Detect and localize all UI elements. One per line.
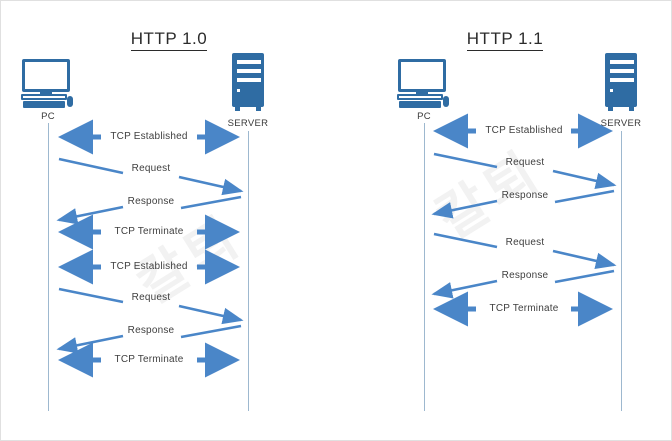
server-lifeline: [248, 131, 249, 411]
message-label: Request: [505, 237, 545, 248]
panel-http11: HTTP 1.1 PC SERVER: [337, 1, 671, 440]
message-label: TCP Established: [485, 125, 563, 136]
pc-neck-icon: [40, 92, 52, 95]
server-led-icon: [237, 89, 240, 92]
pc-keyboard-icon: [23, 101, 65, 108]
server-foot-icon: [629, 107, 634, 111]
server-foot-icon: [608, 107, 613, 111]
client-lifeline: [48, 123, 49, 411]
message-label: Response: [501, 190, 549, 201]
message-label: TCP Terminate: [489, 303, 559, 314]
server-slot-icon: [236, 59, 262, 65]
server-foot-icon: [235, 107, 240, 111]
pc-base-icon: [21, 94, 67, 100]
message-label: TCP Established: [110, 131, 188, 142]
panel-http10-title: HTTP 1.0: [1, 29, 337, 51]
server-slot-icon: [236, 77, 262, 83]
panel-http11-title-text: HTTP 1.1: [466, 29, 544, 51]
message-label: Request: [131, 163, 171, 174]
server-label: SERVER: [227, 118, 269, 129]
server-slot-icon: [609, 59, 635, 65]
server-foot-icon: [256, 107, 261, 111]
client-lifeline: [424, 123, 425, 411]
message-label: TCP Terminate: [114, 226, 184, 237]
message-label: Response: [127, 325, 175, 336]
panel-http10: HTTP 1.0 PC SERVER: [1, 1, 337, 440]
pc-mouse-icon: [67, 96, 73, 107]
server-slot-icon: [609, 77, 635, 83]
pc-keyboard-icon: [399, 101, 441, 108]
client-label: PC: [417, 111, 431, 122]
message-label: Response: [501, 270, 549, 281]
server-lifeline: [621, 131, 622, 411]
server-icon: [601, 53, 641, 111]
message-label: Response: [127, 196, 175, 207]
message-label: TCP Terminate: [114, 354, 184, 365]
server-slot-icon: [236, 68, 262, 74]
server-slot-icon: [609, 68, 635, 74]
server-led-icon: [610, 89, 613, 92]
panel-http10-title-text: HTTP 1.0: [130, 29, 208, 51]
server-icon: [228, 53, 268, 111]
message-label: Request: [131, 292, 171, 303]
pc-neck-icon: [416, 92, 428, 95]
pc-monitor-icon: [22, 59, 70, 92]
message-label: TCP Established: [110, 261, 188, 272]
message-label: Request: [505, 157, 545, 168]
panel-http11-title: HTTP 1.1: [337, 29, 671, 51]
client-label: PC: [41, 111, 55, 122]
pc-monitor-icon: [398, 59, 446, 92]
server-label: SERVER: [600, 118, 642, 129]
pc-icon: [20, 59, 76, 109]
pc-icon: [396, 59, 452, 109]
pc-mouse-icon: [443, 96, 449, 107]
pc-base-icon: [397, 94, 443, 100]
